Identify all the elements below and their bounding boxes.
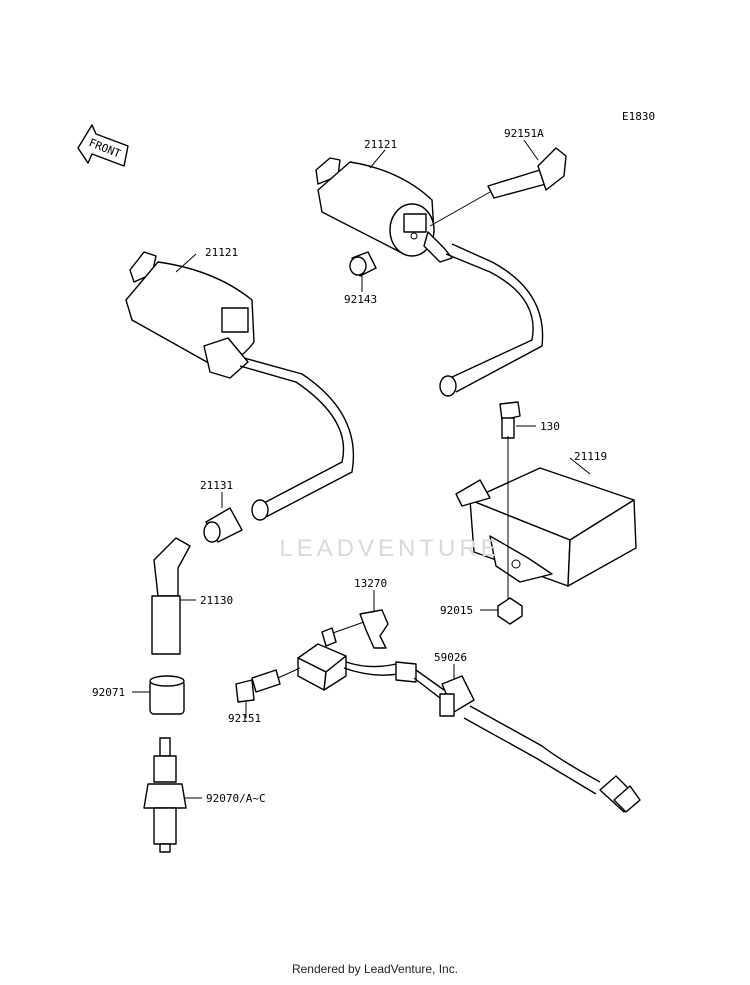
label-igniter-bolt: 130: [540, 420, 560, 433]
igniter[interactable]: [455, 467, 637, 587]
igniter-bolt[interactable]: [499, 401, 521, 439]
pickup-sensor-harness[interactable]: [297, 627, 641, 813]
label-coil-left: 21121: [205, 246, 238, 259]
collar[interactable]: [349, 251, 377, 277]
label-plug-cap: 21130: [200, 594, 233, 607]
label-bracket: 13270: [354, 577, 387, 590]
label-nut: 92015: [440, 604, 473, 617]
plug-cap[interactable]: [151, 537, 191, 655]
label-boot: 92071: [92, 686, 125, 699]
grommet[interactable]: [439, 675, 475, 717]
label-igniter: 21119: [574, 450, 607, 463]
seal[interactable]: [203, 507, 243, 543]
label-grommet: 59026: [434, 651, 467, 664]
bolt-upper[interactable]: [487, 147, 567, 199]
label-spark-plug: 92070/A~C: [206, 792, 266, 805]
footer-credit: Rendered by LeadVenture, Inc.: [291, 962, 459, 976]
diagram-code: E1830: [622, 110, 655, 123]
boot[interactable]: [149, 675, 185, 715]
watermark: LEADVENTURE: [279, 535, 501, 562]
label-screw: 92151: [228, 712, 261, 725]
ignition-coil-upper[interactable]: [315, 157, 544, 397]
bracket[interactable]: [359, 609, 389, 649]
front-arrow-icon: FRONT: [77, 124, 129, 167]
label-coil-upper: 21121: [364, 138, 397, 151]
label-collar: 92143: [344, 293, 377, 306]
spark-plug[interactable]: [143, 737, 187, 853]
label-seal: 21131: [200, 479, 233, 492]
screw[interactable]: [235, 669, 281, 703]
ignition-coil-left[interactable]: [125, 251, 355, 521]
label-bolt-upper: 92151A: [504, 127, 544, 140]
nut[interactable]: [497, 597, 523, 625]
